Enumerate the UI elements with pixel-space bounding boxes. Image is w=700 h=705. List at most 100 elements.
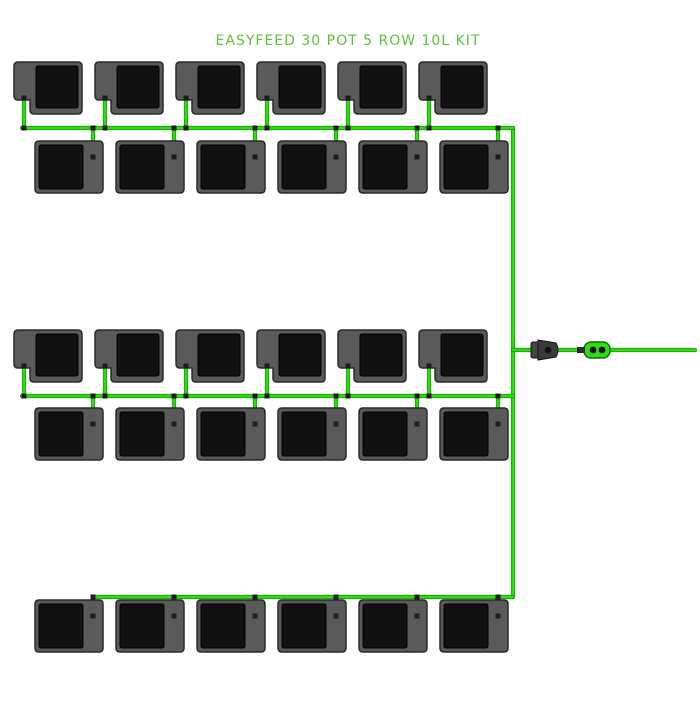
tee-fitting: [426, 125, 432, 131]
tee-fitting: [21, 393, 27, 399]
pot-icon: [175, 329, 245, 383]
pot-icon: [13, 61, 83, 115]
pot-top: [38, 144, 84, 190]
tee-fitting: [183, 125, 189, 131]
tee-fitting: [252, 393, 258, 399]
tee-fitting: [102, 363, 108, 369]
pot-top: [440, 333, 484, 377]
pot-icon: [418, 329, 488, 383]
tee-fitting: [171, 393, 177, 399]
tee-fitting: [333, 594, 339, 600]
tee-fitting: [414, 613, 420, 619]
tee-fitting: [495, 154, 501, 160]
pot-top: [281, 603, 327, 649]
tee-fitting: [90, 154, 96, 160]
pot-top: [359, 333, 403, 377]
kit-title: EASYFEED 30 POT 5 ROW 10L KIT: [215, 33, 481, 49]
tee-fitting: [252, 613, 258, 619]
pot-icon: [277, 140, 347, 194]
pot-icon: [115, 140, 185, 194]
tee-fitting: [414, 125, 420, 131]
pot-top: [38, 603, 84, 649]
tee-fitting: [495, 393, 501, 399]
pot-icon: [256, 61, 326, 115]
pot-top: [116, 65, 160, 109]
tee-fitting: [333, 154, 339, 160]
fittings-layer: [21, 95, 611, 619]
pot-top: [443, 411, 489, 457]
pot-icon: [115, 599, 185, 653]
pot-icon: [196, 140, 266, 194]
pot-icon: [196, 407, 266, 461]
pot-top: [443, 603, 489, 649]
pot-icon: [337, 61, 407, 115]
pot-icon: [256, 329, 326, 383]
tee-fitting: [264, 393, 270, 399]
tee-fitting: [264, 95, 270, 101]
tee-fitting: [90, 594, 96, 600]
tee-fitting: [183, 393, 189, 399]
tee-fitting: [90, 613, 96, 619]
pot-top: [359, 65, 403, 109]
pot-icon: [277, 599, 347, 653]
tee-fitting: [345, 393, 351, 399]
tee-fitting: [333, 125, 339, 131]
tee-fitting: [21, 95, 27, 101]
tee-fitting: [252, 154, 258, 160]
pot-top: [119, 603, 165, 649]
pot-icon: [358, 407, 428, 461]
tee-fitting: [90, 393, 96, 399]
pot-icon: [115, 407, 185, 461]
tee-fitting: [264, 363, 270, 369]
tee-fitting: [171, 613, 177, 619]
pot-top: [200, 144, 246, 190]
tee-fitting: [171, 154, 177, 160]
pot-top: [38, 411, 84, 457]
pot-icon: [175, 61, 245, 115]
tee-fitting: [171, 125, 177, 131]
tee-fitting: [495, 421, 501, 427]
pot-icon: [196, 599, 266, 653]
pot-top: [119, 411, 165, 457]
tee-fitting: [345, 125, 351, 131]
pot-icon: [439, 599, 509, 653]
tee-fitting: [426, 363, 432, 369]
tee-fitting: [264, 125, 270, 131]
tee-fitting: [426, 95, 432, 101]
pot-top: [119, 144, 165, 190]
tee-fitting: [252, 125, 258, 131]
pot-icon: [358, 599, 428, 653]
tee-fitting: [414, 594, 420, 600]
tee-fitting: [21, 363, 27, 369]
pot-top: [278, 65, 322, 109]
pot-icon: [439, 407, 509, 461]
tee-fitting: [345, 95, 351, 101]
pot-icon: [94, 329, 164, 383]
tee-fitting: [183, 363, 189, 369]
pot-icon: [277, 407, 347, 461]
tee-fitting: [414, 393, 420, 399]
pot-top: [362, 603, 408, 649]
pot-icon: [337, 329, 407, 383]
tee-fitting: [102, 393, 108, 399]
tee-fitting: [171, 594, 177, 600]
pot-icon: [34, 407, 104, 461]
tee-fitting: [252, 421, 258, 427]
tee-fitting: [414, 154, 420, 160]
tee-fitting: [333, 393, 339, 399]
pot-top: [35, 333, 79, 377]
tee-fitting: [21, 125, 27, 131]
pot-top: [362, 144, 408, 190]
connector-icon: [530, 339, 559, 361]
pot-top: [362, 411, 408, 457]
pot-top: [35, 65, 79, 109]
tee-fitting: [171, 421, 177, 427]
pot-top: [281, 144, 327, 190]
tee-fitting: [345, 363, 351, 369]
tee-fitting: [414, 421, 420, 427]
pot-top: [443, 144, 489, 190]
pot-top: [440, 65, 484, 109]
pots-layer: [13, 61, 509, 653]
tee-fitting: [426, 393, 432, 399]
